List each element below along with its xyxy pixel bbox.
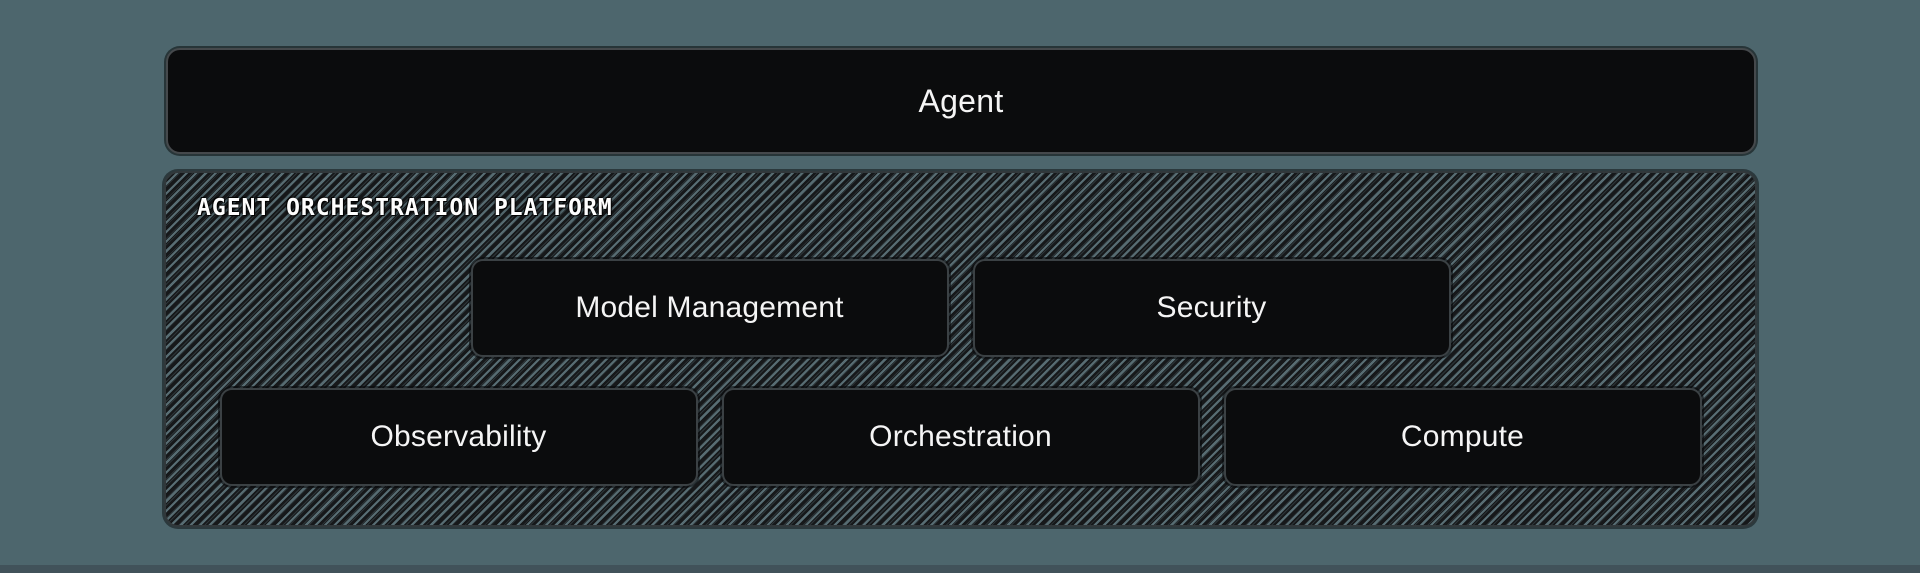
box-model-management-label: Model Management xyxy=(575,291,844,324)
bottom-edge-strip xyxy=(0,565,1920,573)
orchestration-platform-container: AGENT ORCHESTRATION PLATFORM Model Manag… xyxy=(164,171,1757,527)
platform-row-top: Model Management Security xyxy=(166,259,1755,357)
box-model-management: Model Management xyxy=(470,259,949,357)
box-security: Security xyxy=(972,259,1451,357)
box-observability: Observability xyxy=(219,388,698,486)
agent-box-label: Agent xyxy=(918,82,1004,119)
box-security-label: Security xyxy=(1156,291,1267,324)
box-compute-label: Compute xyxy=(1400,420,1525,453)
box-orchestration: Orchestration xyxy=(721,388,1200,486)
agent-box: Agent xyxy=(166,48,1756,154)
platform-row-bottom: Observability Orchestration Compute xyxy=(166,388,1755,486)
box-observability-label: Observability xyxy=(370,420,547,453)
box-compute: Compute xyxy=(1223,388,1702,486)
box-orchestration-label: Orchestration xyxy=(869,420,1052,453)
platform-title: AGENT ORCHESTRATION PLATFORM xyxy=(197,195,613,221)
